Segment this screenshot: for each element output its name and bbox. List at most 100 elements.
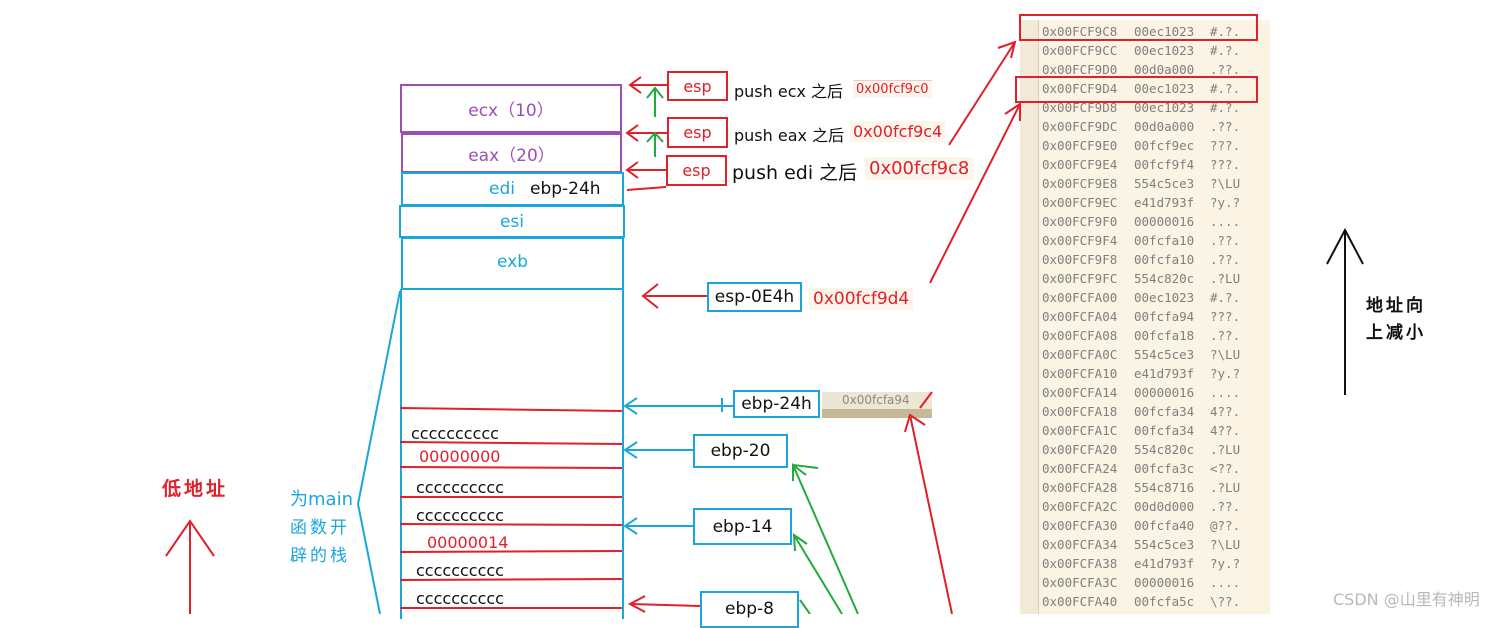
memory-value: 554c5ce3 xyxy=(1134,176,1195,191)
memory-ascii: .... xyxy=(1210,575,1241,590)
stack-value: cccccccccc xyxy=(416,478,504,497)
memory-ascii: .?LU xyxy=(1210,480,1241,495)
memory-address: 0x00FCFA38 xyxy=(1042,556,1118,571)
stack-value: cccccccccc xyxy=(416,506,504,525)
memory-value: 00d0a000 xyxy=(1134,119,1195,134)
memory-address: 0x00FCFA14 xyxy=(1042,385,1118,400)
memory-value: e41d793f xyxy=(1134,366,1195,381)
memory-ascii: .??. xyxy=(1210,62,1241,77)
memory-address: 0x00FCFA04 xyxy=(1042,309,1118,324)
memory-window xyxy=(1020,20,1270,614)
stack-value: cccccccccc xyxy=(411,424,499,443)
memory-ascii: #.?. xyxy=(1210,43,1241,58)
low-address-label: 低地址 xyxy=(162,478,229,500)
memory-address: 0x00FCFA10 xyxy=(1042,366,1118,381)
memory-ascii: .??. xyxy=(1210,119,1241,134)
stack-value: 00000000 xyxy=(419,447,501,466)
esp-offset-box: esp-0E4h xyxy=(707,282,802,312)
watermark: CSDN @山里有神明 xyxy=(1333,590,1480,609)
ebp-24h-box: ebp-24h xyxy=(733,390,820,418)
memory-value: e41d793f xyxy=(1134,556,1195,571)
memory-value: e41d793f xyxy=(1134,195,1195,210)
memory-address: 0x00FCFA08 xyxy=(1042,328,1118,343)
memory-value: 00ec1023 xyxy=(1134,100,1195,115)
esp-label: esp xyxy=(683,76,712,96)
memory-ascii: ?y.? xyxy=(1210,366,1241,381)
stack-cell-ecx: ecx（10） xyxy=(400,84,622,133)
main-frame-label-line2: 函数开 xyxy=(290,518,350,538)
memory-address: 0x00FCF9FC xyxy=(1042,271,1118,286)
memory-address: 0x00FCF9F4 xyxy=(1042,233,1118,248)
memory-value: 00fcfa10 xyxy=(1134,233,1195,248)
ebp-14-label: ebp-14 xyxy=(712,516,773,537)
memory-row: 0x00FCF9D8 00ec1023 #.?. xyxy=(1042,100,1262,119)
memory-ascii: #.?. xyxy=(1210,290,1241,305)
esp-box-ecx: esp xyxy=(667,71,728,101)
ebp-20-box: ebp-20 xyxy=(693,434,788,468)
esp-box-edi: esp xyxy=(666,155,727,186)
memory-address: 0x00FCFA20 xyxy=(1042,442,1118,457)
memory-address: 0x00FCF9F0 xyxy=(1042,214,1118,229)
eax-label: eax（20） xyxy=(468,145,555,166)
memory-ascii: @??. xyxy=(1210,518,1241,533)
memory-value: 00fcfa40 xyxy=(1134,518,1195,533)
main-stack-frame xyxy=(400,289,624,619)
memory-ascii: ???. xyxy=(1210,138,1241,153)
memory-address: 0x00FCFA0C xyxy=(1042,347,1118,362)
memory-ascii: #.?. xyxy=(1210,24,1241,39)
push-edi-addr: 0x00fcf9c8 xyxy=(865,157,974,180)
memory-row: 0x00FCFA10 e41d793f ?y.? xyxy=(1042,366,1262,385)
memory-value: 00fcf9ec xyxy=(1134,138,1195,153)
memory-address: 0x00FCFA40 xyxy=(1042,594,1118,609)
memory-value: 00ec1023 xyxy=(1134,290,1195,305)
memory-value: 00ec1023 xyxy=(1134,43,1195,58)
push-ecx-label: push ecx 之后 xyxy=(734,82,844,101)
addr-decrease-line1: 地址向 xyxy=(1366,296,1426,316)
stack-value: cccccccccc xyxy=(416,561,504,580)
memory-address: 0x00FCFA30 xyxy=(1042,518,1118,533)
memory-address: 0x00FCF9D8 xyxy=(1042,100,1118,115)
memory-address: 0x00FCFA3C xyxy=(1042,575,1118,590)
memory-value: 00fcfa34 xyxy=(1134,423,1195,438)
main-frame-label-line3: 辟的栈 xyxy=(290,546,350,566)
memory-value: 554c5ce3 xyxy=(1134,537,1195,552)
memory-value: 00fcfa34 xyxy=(1134,404,1195,419)
memory-ascii: #.?. xyxy=(1210,100,1241,115)
memory-ascii: .?LU xyxy=(1210,271,1241,286)
memory-address: 0x00FCF9C8 xyxy=(1042,24,1118,39)
memory-address: 0x00FCF9E4 xyxy=(1042,157,1118,172)
memory-address: 0x00FCF9E0 xyxy=(1042,138,1118,153)
stack-value: cccccccccc xyxy=(416,589,504,608)
esp-label: esp xyxy=(682,161,711,180)
memory-ascii: #.?. xyxy=(1210,81,1241,96)
edi-offset-label: ebp-24h xyxy=(530,179,601,199)
ecx-label: ecx（10） xyxy=(468,101,554,121)
memory-ascii: <??. xyxy=(1210,461,1241,476)
esp-box-eax: esp xyxy=(667,117,728,148)
memory-address: 0x00FCF9E8 xyxy=(1042,176,1118,191)
memory-address: 0x00FCFA1C xyxy=(1042,423,1118,438)
memory-ascii: .... xyxy=(1210,385,1241,400)
memory-ascii: ?\LU xyxy=(1210,537,1241,552)
memory-value: 00ec1023 xyxy=(1134,81,1195,96)
memory-value: 00ec1023 xyxy=(1134,24,1195,39)
memory-value: 554c8716 xyxy=(1134,480,1195,495)
memory-value: 00fcfa5c xyxy=(1134,594,1195,609)
memory-row: 0x00FCFA30 00fcfa40 @??. xyxy=(1042,518,1262,537)
memory-ascii: .??. xyxy=(1210,233,1241,248)
arrows-layer xyxy=(165,40,1364,614)
esp-offset-addr: 0x00fcf9d4 xyxy=(809,288,914,310)
memory-row: 0x00FCF9F4 00fcfa10.??. xyxy=(1042,233,1262,252)
